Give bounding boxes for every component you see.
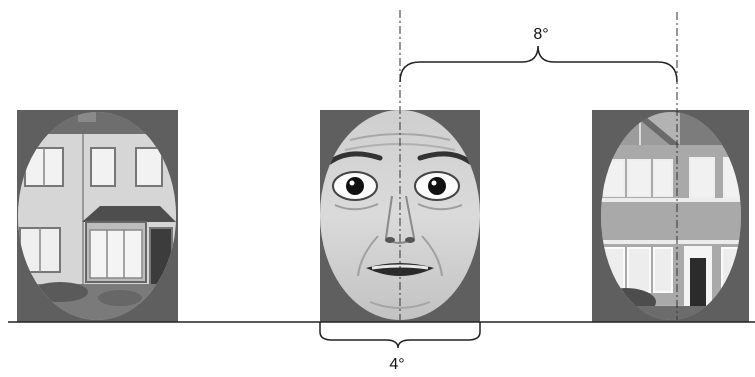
bottom-angle-brace xyxy=(320,322,480,348)
house-right-stimulus xyxy=(592,110,750,324)
top-angle-label: 8° xyxy=(533,26,548,43)
house-left-stimulus xyxy=(17,108,178,324)
top-angle-brace xyxy=(400,46,677,82)
bottom-angle-label: 4° xyxy=(389,356,404,373)
